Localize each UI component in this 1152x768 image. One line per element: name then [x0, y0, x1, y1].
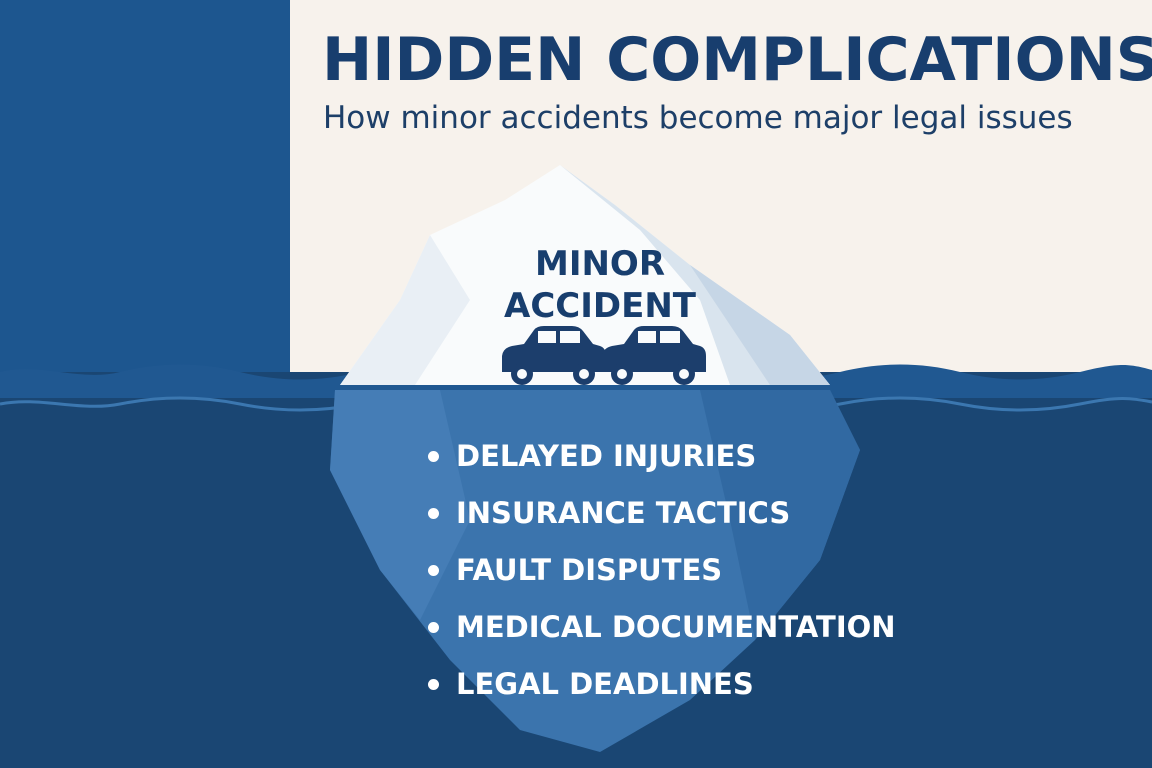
iceberg-submerged-facet: [330, 390, 470, 620]
list-item-label: FAULT DISPUTES: [456, 553, 723, 587]
bullet-icon: [428, 622, 439, 633]
tip-label-line2: ACCIDENT: [504, 286, 696, 326]
list-item: FAULT DISPUTES: [425, 544, 896, 601]
tip-label-line1: MINOR: [534, 244, 666, 284]
car-right-icon: [602, 326, 706, 385]
hidden-complications-list: DELAYED INJURIES INSURANCE TACTICS FAULT…: [425, 430, 896, 715]
list-item: MEDICAL DOCUMENTATION: [425, 601, 896, 658]
left-panel: [0, 0, 290, 380]
iceberg-tip-facet-edge: [690, 265, 830, 385]
iceberg-tip-facet-left: [340, 235, 470, 385]
list-item: LEGAL DEADLINES: [425, 658, 896, 715]
bullet-icon: [428, 565, 439, 576]
list-item-label: LEGAL DEADLINES: [456, 667, 754, 701]
list-item-label: INSURANCE TACTICS: [456, 496, 791, 530]
list-item: INSURANCE TACTICS: [425, 487, 896, 544]
bullet-icon: [428, 451, 439, 462]
iceberg-submerged-shade: [700, 390, 860, 640]
iceberg-tip: [340, 165, 830, 385]
list-item-label: DELAYED INJURIES: [456, 439, 757, 473]
car-left-icon: [502, 326, 606, 385]
page-title: HIDDEN COMPLICATIONS: [322, 25, 1152, 95]
page-subtitle: How minor accidents become major legal i…: [323, 100, 1073, 136]
bullet-icon: [428, 508, 439, 519]
bullet-icon: [428, 679, 439, 690]
list-item-label: MEDICAL DOCUMENTATION: [456, 610, 896, 644]
list-item: DELAYED INJURIES: [425, 430, 896, 487]
